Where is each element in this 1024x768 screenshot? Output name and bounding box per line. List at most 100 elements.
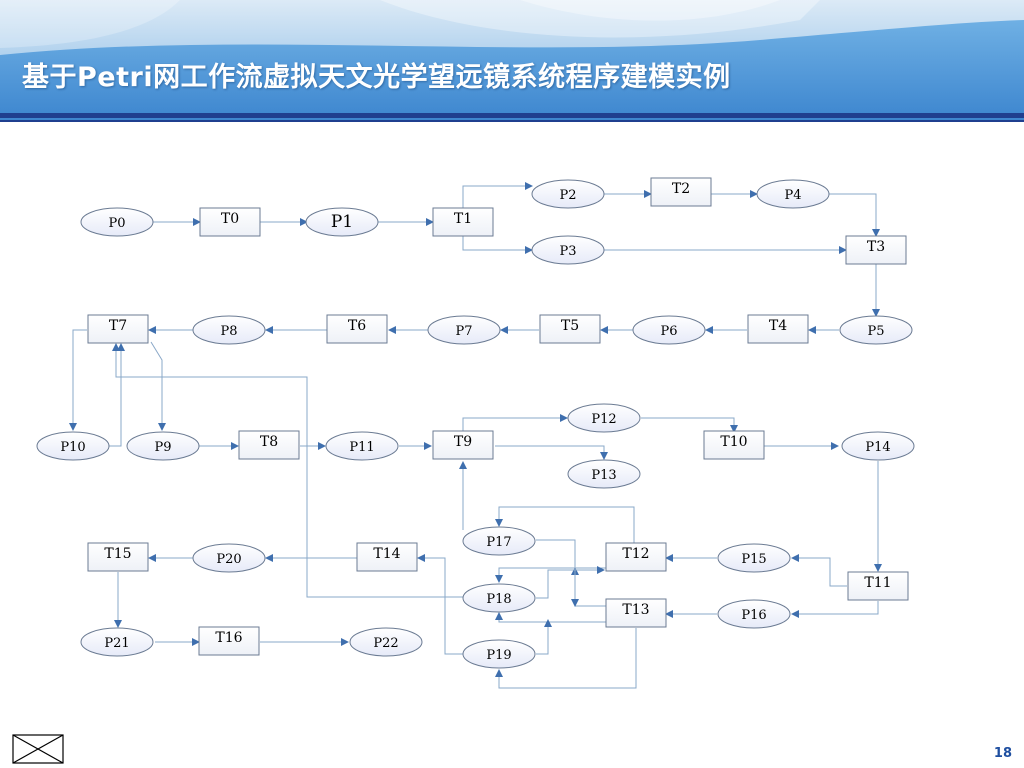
place-ellipse <box>717 599 791 629</box>
place-p9: P9 <box>126 431 200 461</box>
place-ellipse <box>80 627 154 657</box>
place-p14: P14 <box>841 431 915 461</box>
arc-p19-t14 <box>536 619 552 655</box>
crossed-box-icon <box>12 734 64 764</box>
transition-box <box>847 571 909 601</box>
place-p20: P20 <box>192 543 266 573</box>
place-ellipse <box>632 315 706 345</box>
place-label: P13 <box>591 468 616 483</box>
place-label: P7 <box>455 324 472 339</box>
transition-box <box>845 235 907 265</box>
transition-box <box>605 598 667 628</box>
place-label: P12 <box>591 412 616 427</box>
place-p4: P4 <box>756 179 830 209</box>
transition-t13: T13 <box>605 598 667 628</box>
header-background <box>0 0 1024 120</box>
transition-t12: T12 <box>605 542 667 572</box>
place-label: P8 <box>220 324 237 339</box>
arc-p12-t10 <box>641 417 738 433</box>
title-underline <box>0 113 1024 118</box>
transition-box <box>238 430 300 460</box>
transition-label: T1 <box>454 211 472 227</box>
place-label: P19 <box>486 648 511 663</box>
arc-p19-t14b <box>417 554 463 655</box>
place-p12: P12 <box>567 403 641 433</box>
place-ellipse <box>192 315 266 345</box>
transition-label: T7 <box>109 318 127 334</box>
place-ellipse <box>756 179 830 209</box>
transition-box <box>356 542 418 572</box>
place-p3: P3 <box>531 235 605 265</box>
arc-t12-p18 <box>495 567 606 583</box>
transition-box <box>326 314 388 344</box>
place-label: P2 <box>559 188 576 203</box>
transition-label: T16 <box>215 630 242 646</box>
place-label: P4 <box>784 188 801 203</box>
arc-t7-p10 <box>69 329 87 431</box>
place-label: P0 <box>108 216 125 231</box>
place-ellipse <box>349 627 423 657</box>
place-p10: P10 <box>36 431 110 461</box>
arc-t1-p2 <box>462 182 533 208</box>
transition-box <box>539 314 601 344</box>
place-label: P14 <box>865 440 890 455</box>
transition-label: T11 <box>864 575 891 591</box>
transition-t5: T5 <box>539 314 601 344</box>
page-number: 18 <box>993 746 1012 761</box>
place-ellipse <box>126 431 200 461</box>
transition-label: T0 <box>221 211 239 227</box>
transition-t1: T1 <box>432 207 494 237</box>
place-ellipse <box>325 431 399 461</box>
place-ellipse <box>80 207 154 237</box>
place-label: P9 <box>154 440 171 455</box>
transition-label: T12 <box>622 546 649 562</box>
transition-box <box>87 542 149 572</box>
arc-t1-p3 <box>462 236 533 254</box>
place-p0: P0 <box>80 207 154 237</box>
transition-t7: T7 <box>87 314 149 344</box>
place-p13: P13 <box>567 459 641 489</box>
place-ellipse <box>531 235 605 265</box>
arc-t11-p15 <box>791 554 847 587</box>
place-label: P6 <box>660 324 677 339</box>
arcs <box>69 182 882 689</box>
place-ellipse <box>427 315 501 345</box>
transition-t15: T15 <box>87 542 149 572</box>
arc-p18-t13 <box>536 566 605 599</box>
place-label: P21 <box>104 636 129 651</box>
arc-p10-t7 <box>109 343 125 447</box>
place-ellipse <box>462 639 536 669</box>
place-label: P22 <box>373 636 398 651</box>
arc-t7-p9 <box>150 341 166 431</box>
place-label: P20 <box>216 552 241 567</box>
transition-t4: T4 <box>747 314 809 344</box>
transition-label: T15 <box>104 546 131 562</box>
place-ellipse <box>531 179 605 209</box>
place-label: P15 <box>741 552 766 567</box>
transition-box <box>87 314 149 344</box>
place-ellipse <box>717 543 791 573</box>
place-p11: P11 <box>325 431 399 461</box>
place-label: P3 <box>559 244 576 259</box>
place-label: P18 <box>486 592 511 607</box>
place-p2: P2 <box>531 179 605 209</box>
title-underline-thin <box>0 120 1024 122</box>
transition-box <box>199 207 261 237</box>
place-label: P11 <box>349 440 374 455</box>
transition-t8: T8 <box>238 430 300 460</box>
transition-box <box>605 542 667 572</box>
place-ellipse <box>567 403 641 433</box>
place-p5: P5 <box>839 315 913 345</box>
transition-box <box>432 207 494 237</box>
transition-box <box>650 177 712 207</box>
place-p1: P1 <box>305 207 379 237</box>
arc-t12-p17 <box>495 506 635 544</box>
transition-label: T5 <box>561 318 579 334</box>
transition-label: T14 <box>373 546 400 562</box>
transition-label: T8 <box>260 434 278 450</box>
transition-box <box>432 430 494 460</box>
place-ellipse <box>192 543 266 573</box>
transition-box <box>747 314 809 344</box>
